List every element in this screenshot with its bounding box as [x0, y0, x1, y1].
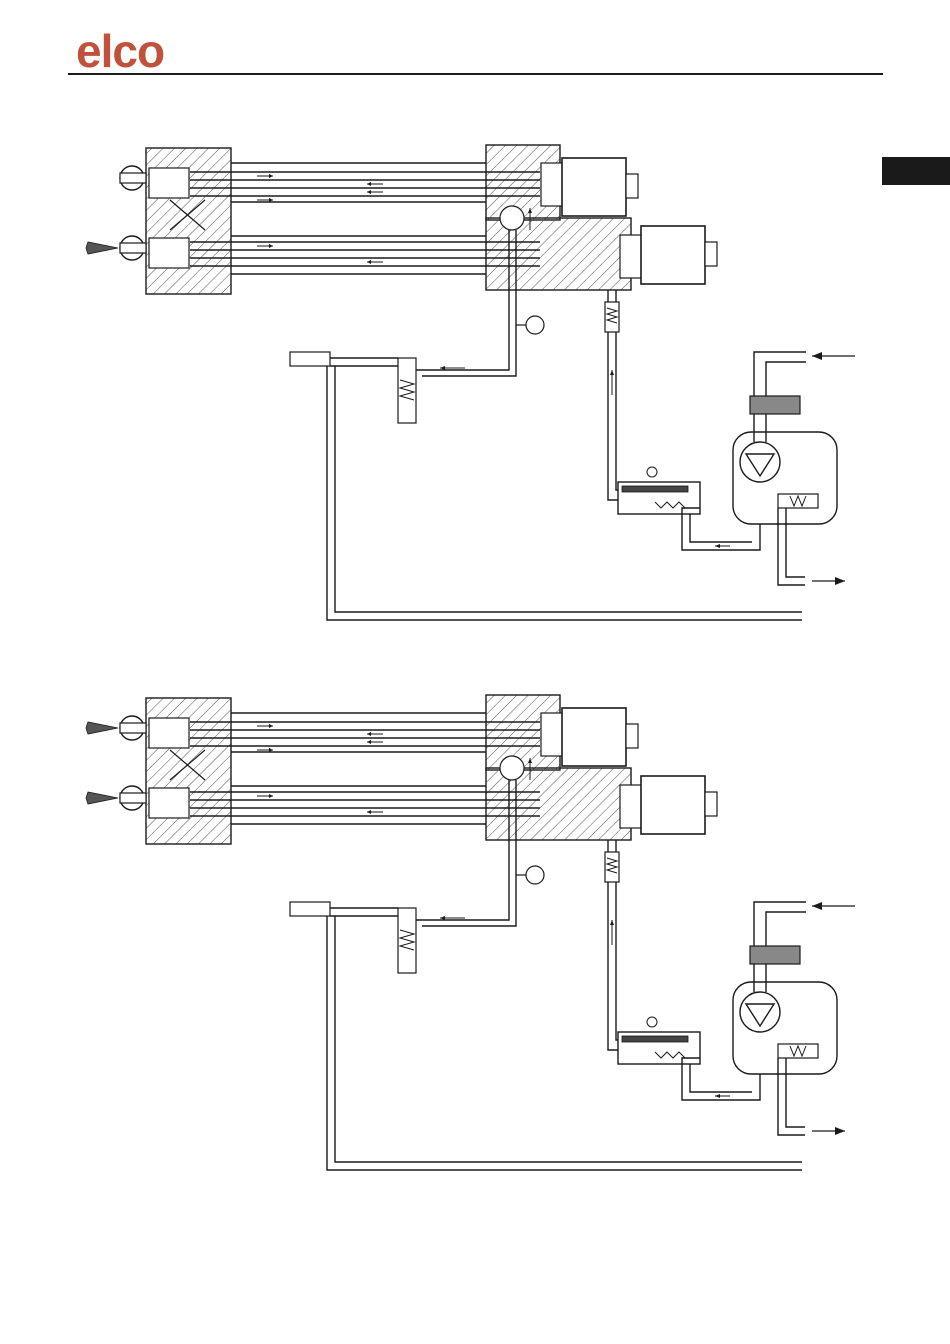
flow-arrowhead-1 [367, 740, 371, 744]
nozzle-body-0 [120, 723, 146, 733]
flow-arrowhead-2 [269, 794, 273, 798]
oil-spray-1 [86, 242, 118, 254]
pump-pressure-gauge [647, 1017, 657, 1027]
solenoid-nut-upper [626, 174, 638, 198]
solenoid-nut-lower [705, 242, 717, 266]
shutoff-valve-left [290, 902, 330, 916]
supply-arrowhead [610, 920, 614, 925]
oil-circuit-diagram-one-nozzle [0, 130, 950, 650]
nozzle-body-0 [120, 173, 146, 183]
oil-circuit-diagram-two-nozzles [0, 680, 950, 1200]
solenoid-valve-upper [562, 158, 626, 216]
flow-arrowhead-3 [367, 260, 371, 264]
oil-filter [750, 946, 800, 964]
flow-arrowhead-5 [367, 182, 371, 186]
outlet-arrowhead [835, 1127, 845, 1135]
shutoff-valve-left [290, 352, 330, 366]
oil-spray-1 [86, 792, 118, 804]
flow-arrowhead-1 [367, 190, 371, 194]
flow-arrowhead-5 [367, 732, 371, 736]
flow-arrowhead-2 [269, 244, 273, 248]
solenoid-valve-lower [641, 776, 705, 834]
solenoid-stem-upper [541, 713, 563, 756]
elco-logo: elco [76, 28, 164, 74]
regulator-piston [622, 486, 688, 492]
solenoid-nut-upper [626, 724, 638, 748]
solenoid-nut-lower [705, 792, 717, 816]
pump-flow-arrowhead [715, 544, 720, 548]
pump-flow-arrowhead [715, 1094, 720, 1098]
nozzle-body-1 [120, 243, 146, 253]
inlet-arrowhead [812, 352, 822, 360]
pump-pressure-gauge [647, 467, 657, 477]
solenoid-valve-lower [641, 226, 705, 284]
solenoid-valve-upper [562, 708, 626, 766]
nozzle-body-1 [120, 793, 146, 803]
solenoid-stem-upper [541, 163, 563, 206]
check-ball [500, 206, 524, 230]
solenoid-stem-lower [620, 235, 642, 278]
nozzle-cavity-lower [149, 788, 189, 818]
oil-filter [750, 396, 800, 414]
pressure-gauge-return [526, 316, 544, 334]
flow-arrowhead-0 [269, 174, 273, 178]
nozzle-cavity-upper [149, 718, 189, 748]
inlet-arrowhead [812, 902, 822, 910]
nozzle-cavity-upper [149, 168, 189, 198]
flow-arrowhead-3 [367, 810, 371, 814]
header-divider [68, 73, 883, 75]
solenoid-stem-lower [620, 785, 642, 828]
oil-spray-0 [86, 722, 118, 734]
check-ball [500, 756, 524, 780]
supply-arrowhead [610, 370, 614, 375]
regulator-piston [622, 1036, 688, 1042]
pressure-gauge-return [526, 866, 544, 884]
logo-text: elco [76, 25, 164, 77]
flow-arrowhead-0 [269, 724, 273, 728]
outlet-arrowhead [835, 577, 845, 585]
nozzle-cavity-lower [149, 238, 189, 268]
